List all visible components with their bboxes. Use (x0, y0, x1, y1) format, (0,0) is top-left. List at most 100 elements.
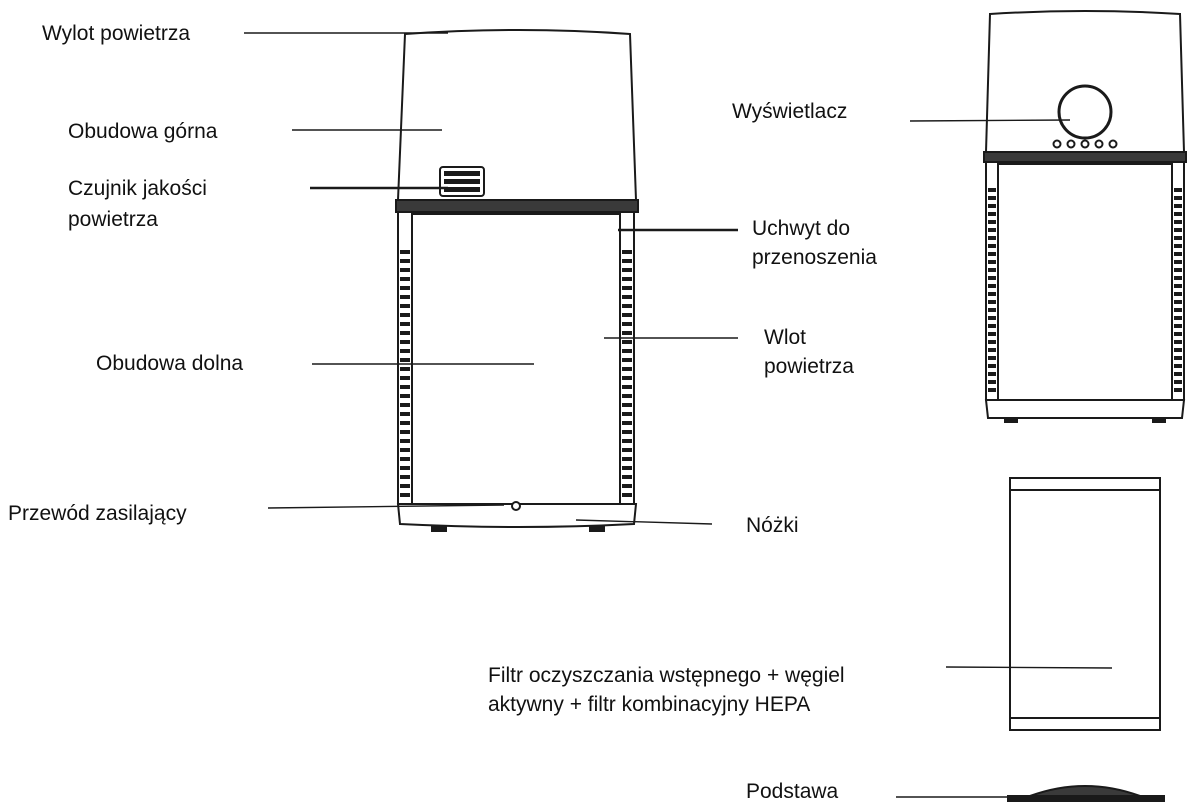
foot-right (589, 525, 605, 532)
grille-slat (988, 372, 996, 376)
grille-slat (988, 188, 996, 192)
grille-slat (400, 448, 410, 452)
grille-slat (1174, 244, 1182, 248)
label-base: Podstawa (746, 780, 839, 803)
grille-slat (988, 292, 996, 296)
grille-slat (622, 448, 632, 452)
grille-slat (1174, 220, 1182, 224)
leader-filter (945, 666, 1113, 669)
grille-slat (622, 304, 632, 308)
housing-band (395, 199, 639, 213)
power-cord-socket (511, 501, 521, 511)
grille-slat (988, 308, 996, 312)
grille-slat (988, 332, 996, 336)
grille-slat (622, 403, 632, 407)
label-filter-line2: aktywny + filtr kombinacyjny HEPA (488, 693, 811, 716)
grille-slat (400, 340, 410, 344)
label-sensor-line2: powietrza (68, 208, 158, 231)
grille-slat (988, 364, 996, 368)
grille-slat (400, 403, 410, 407)
grille-slat (622, 268, 632, 272)
grille-slat (622, 367, 632, 371)
grille-slat (622, 412, 632, 416)
grille-slat (400, 295, 410, 299)
grille-slat (988, 196, 996, 200)
grille-slat (988, 268, 996, 272)
grille-slat (1174, 292, 1182, 296)
filter-cartridge (1009, 477, 1161, 731)
grille-slat (400, 286, 410, 290)
grille-slat (400, 475, 410, 479)
grille-slat (1174, 260, 1182, 264)
grille-slat (400, 322, 410, 326)
foot-left (431, 525, 447, 532)
grille-slat (400, 358, 410, 362)
label-upper-housing: Obudowa górna (68, 120, 218, 143)
grille-slat (622, 349, 632, 353)
grille-slat (1174, 276, 1182, 280)
grille-slat (988, 300, 996, 304)
grille-slat (988, 252, 996, 256)
grille-slat (400, 349, 410, 353)
front-base (984, 399, 1186, 419)
grille-slat (622, 250, 632, 254)
grille-slat (400, 250, 410, 254)
grille-slat (1174, 388, 1182, 392)
grille-slat (622, 295, 632, 299)
front-lower-panel (997, 163, 1173, 401)
leader-feet (575, 519, 713, 525)
grille-slat (400, 367, 410, 371)
grille-slat (622, 430, 632, 434)
grille-slat (622, 493, 632, 497)
grille-slat (988, 244, 996, 248)
grille-slat (400, 466, 410, 470)
side-view-unit (395, 29, 639, 532)
grille-slat (400, 493, 410, 497)
grille-slat (1174, 236, 1182, 240)
front-grille-slats (988, 188, 1182, 392)
grille-slat (988, 220, 996, 224)
label-power-cord: Przewód zasilający (8, 502, 187, 525)
grille-slat (400, 430, 410, 434)
grille-slat (1174, 340, 1182, 344)
grille-slat (988, 324, 996, 328)
grille-slat (988, 388, 996, 392)
leader-lines (244, 32, 1113, 798)
grille-slat (400, 313, 410, 317)
label-feet: Nóżki (746, 514, 799, 537)
control-buttons (1052, 139, 1118, 149)
grille-slat (988, 228, 996, 232)
leader-display (909, 119, 1071, 122)
grille-slat (1174, 348, 1182, 352)
grille-slat (988, 236, 996, 240)
display-ring (1057, 84, 1113, 140)
grille-slat (1174, 268, 1182, 272)
grille-slat (988, 348, 996, 352)
grille-slat (988, 340, 996, 344)
grille-slat (400, 394, 410, 398)
grille-slat (622, 277, 632, 281)
grille-slat (622, 385, 632, 389)
front-view-unit (983, 10, 1187, 423)
grille-slat (1174, 380, 1182, 384)
grille-slat (400, 376, 410, 380)
grille-slat (400, 331, 410, 335)
grille-slat (988, 260, 996, 264)
grille-slat (400, 385, 410, 389)
grille-slat (1174, 196, 1182, 200)
grille-slat (622, 439, 632, 443)
grille-slat (622, 313, 632, 317)
air-quality-sensor-shape (439, 166, 485, 197)
grille-slat (622, 286, 632, 290)
grille-slat (988, 380, 996, 384)
grille-slat (400, 412, 410, 416)
label-handle-line2: przenoszenia (752, 246, 877, 269)
grille-slat (400, 484, 410, 488)
front-upper-housing (984, 10, 1186, 153)
grille-slat (400, 421, 410, 425)
grille-slat (400, 268, 410, 272)
label-lower-housing: Obudowa dolna (96, 352, 244, 375)
grille-slat (622, 322, 632, 326)
grille-slat (622, 376, 632, 380)
side-grille-slats (400, 250, 632, 497)
